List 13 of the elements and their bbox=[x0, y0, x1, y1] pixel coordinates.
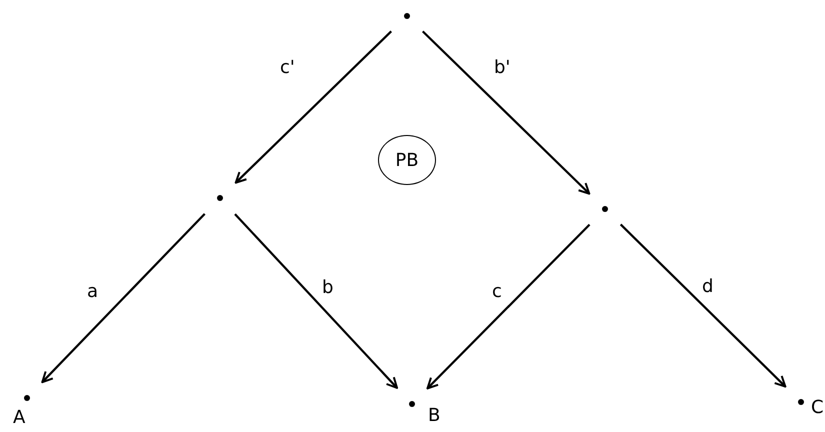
point-label: A bbox=[13, 408, 26, 428]
circled-label: PB bbox=[378, 135, 436, 185]
arrow bbox=[620, 224, 786, 388]
point-dot bbox=[404, 13, 410, 19]
arrow bbox=[422, 30, 590, 195]
arrow bbox=[426, 224, 590, 390]
point-label: B bbox=[428, 406, 440, 426]
point-label: C bbox=[811, 398, 824, 418]
point-dot bbox=[602, 206, 608, 212]
arrow bbox=[41, 213, 206, 384]
point-dot bbox=[217, 195, 223, 201]
arrow bbox=[234, 30, 392, 184]
arrow bbox=[234, 213, 398, 389]
